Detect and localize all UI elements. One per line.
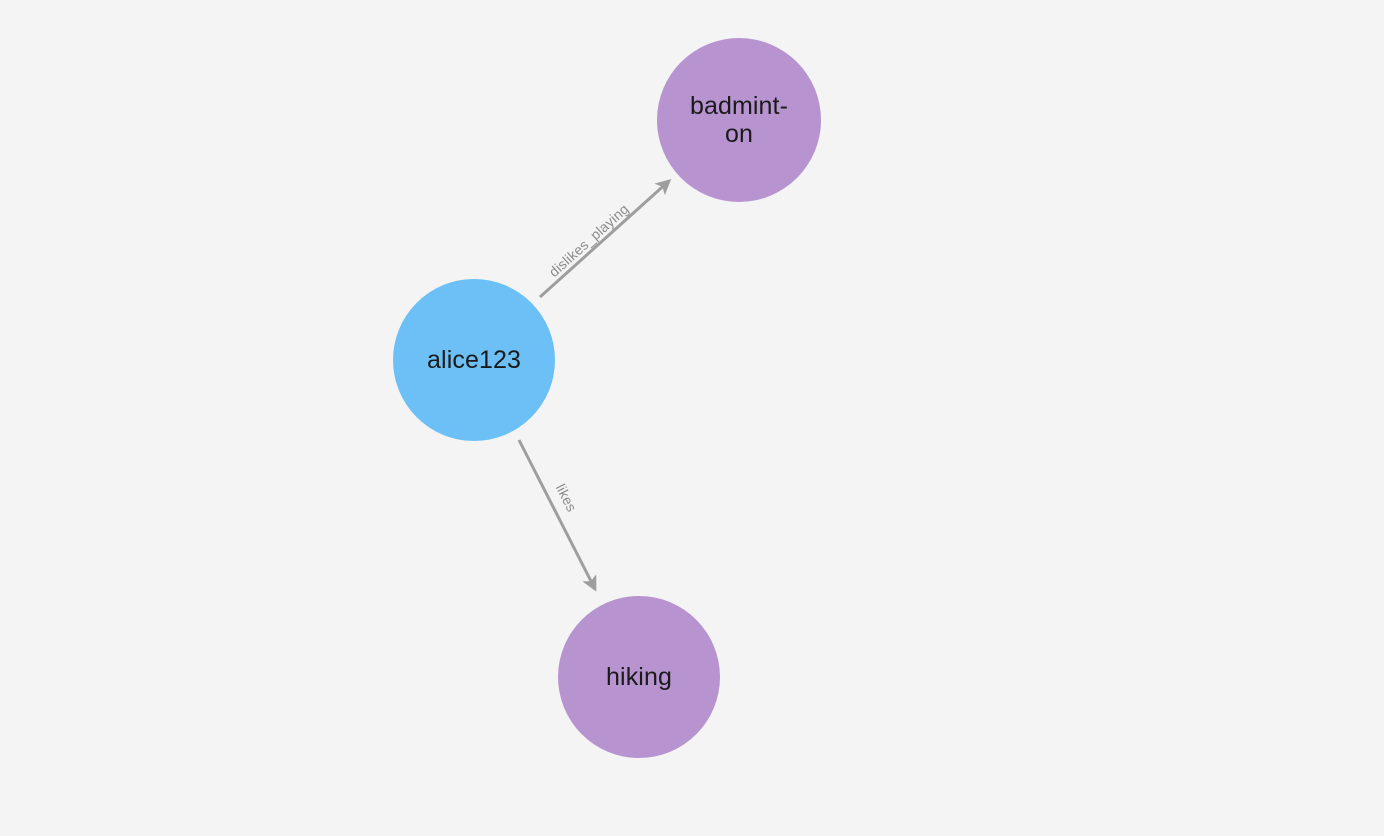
graph-node-badminton[interactable]: badmint- on <box>657 38 821 202</box>
node-label-hiking: hiking <box>606 663 672 691</box>
edge-line <box>517 439 597 592</box>
node-label-badminton: badmint- on <box>689 92 789 148</box>
graph-node-alice123[interactable]: alice123 <box>393 279 555 441</box>
graph-edge-likes[interactable]: likes <box>517 439 597 592</box>
node-label-alice123: alice123 <box>427 346 521 374</box>
graph-edge-dislikes-playing[interactable]: dislikes_playing <box>538 178 672 299</box>
edge-line <box>538 178 672 299</box>
graph-node-hiking[interactable]: hiking <box>558 596 720 758</box>
edge-label-dislikes-playing: dislikes_playing <box>546 201 632 280</box>
edge-label-likes: likes <box>553 481 580 514</box>
